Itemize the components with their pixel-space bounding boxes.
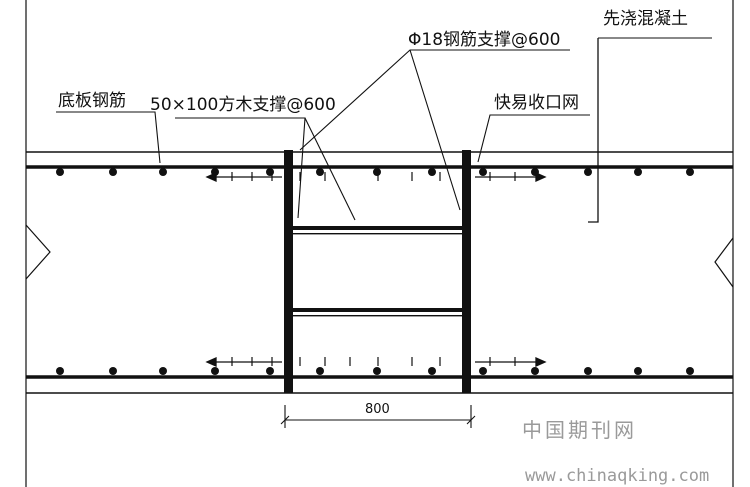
rebar-dot	[373, 168, 381, 176]
first-pour-boundary-line	[588, 38, 599, 223]
label-bottom-slab-rebar: 底板钢筋	[58, 91, 126, 111]
watermark-url: www.chinaqking.com	[525, 466, 709, 486]
rebar-dot	[634, 367, 642, 375]
rebar-dot	[634, 168, 642, 176]
label-mesh-formwork: 快易收口网	[494, 93, 579, 113]
rebar-dot	[56, 168, 64, 176]
rebar-dot	[373, 367, 381, 375]
tie-ticks	[231, 172, 516, 366]
wall-edge-lines	[25, 0, 734, 487]
rebar-dot	[584, 168, 592, 176]
rebar-dot	[109, 168, 117, 176]
dimension-value: 800	[365, 402, 390, 417]
rebar-dot	[211, 367, 219, 375]
bottom-rebar-dots	[56, 367, 694, 375]
label-first-pour-concrete: 先浇混凝土	[603, 9, 688, 29]
rebar-dot	[56, 367, 64, 375]
rebar-dot	[584, 367, 592, 375]
width-dimension	[280, 405, 476, 428]
watermark-site-name: 中国期刊网	[522, 418, 637, 442]
left-timber-post	[284, 150, 293, 393]
rebar-dot	[266, 367, 274, 375]
rebar-dot	[531, 367, 539, 375]
rebar-dot	[686, 168, 694, 176]
rebar-dot	[266, 168, 274, 176]
slab-outline-lines	[26, 151, 733, 394]
rebar-dot	[159, 168, 167, 176]
steel-support-bars	[293, 226, 462, 317]
rebar-dot	[159, 367, 167, 375]
rebar-dot	[479, 367, 487, 375]
rebar-dot	[316, 168, 324, 176]
right-timber-post	[462, 150, 471, 393]
rebar-dot	[428, 168, 436, 176]
leader-lines	[56, 37, 712, 221]
top-rebar-dots	[56, 168, 694, 176]
rebar-dot	[316, 367, 324, 375]
rebar-dot	[109, 367, 117, 375]
left-break-symbol	[25, 224, 51, 280]
rebar-dot	[428, 367, 436, 375]
rebar-tie-arrows	[205, 171, 547, 368]
rebar-dot	[686, 367, 694, 375]
rebar-dot	[479, 168, 487, 176]
label-timber-support: 50×100方木支撑@600	[150, 95, 336, 115]
label-steel-support: Φ18钢筋支撑@600	[408, 30, 560, 50]
right-break-symbol	[714, 237, 734, 288]
